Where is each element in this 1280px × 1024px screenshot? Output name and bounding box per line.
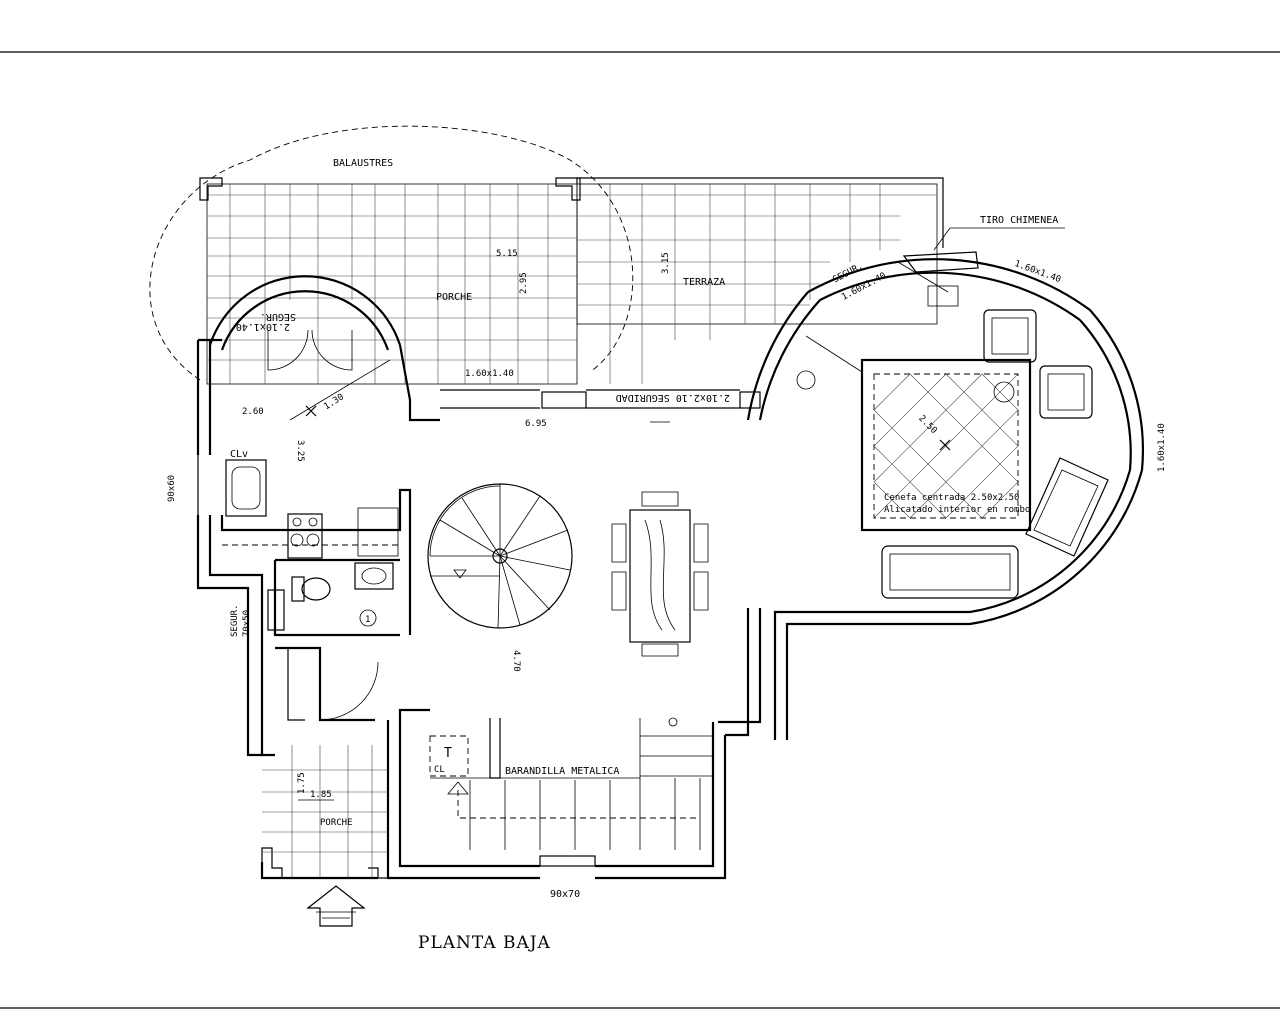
- fireplace: [897, 251, 979, 307]
- chimney-guide: [805, 335, 863, 373]
- dining-table: [611, 491, 709, 657]
- kitchen-appliance: [357, 507, 399, 557]
- dim-2-50: 2.50: [916, 414, 938, 436]
- label-porche-top: PORCHE: [436, 292, 472, 303]
- label-window-2: 1.60x1.40: [465, 369, 514, 379]
- dim-3-15: 3.15: [661, 252, 671, 274]
- label-cl: CL: [434, 765, 445, 775]
- interior-walls: [220, 488, 501, 779]
- note-cenefa-2: Alicatado interior en rombo: [884, 505, 1030, 515]
- label-window-8: 70x50: [242, 610, 252, 637]
- living-rug: [860, 358, 1032, 532]
- column-round: [796, 370, 816, 390]
- wc-marker: [359, 609, 377, 627]
- armchair-1: [983, 309, 1037, 363]
- dim-2-60: 2.60: [242, 407, 264, 417]
- label-window-8-segur: SEGUR.: [230, 604, 240, 637]
- dim-1-75: 1.75: [297, 772, 307, 794]
- dim-5-15: 5.15: [496, 249, 518, 259]
- sofa-side: [1025, 457, 1109, 557]
- column-top-right: [555, 177, 581, 201]
- kitchen-hob: [287, 513, 323, 559]
- washbasin: [354, 562, 394, 590]
- label-window-7: 90x60: [167, 475, 177, 502]
- dim-6-95: 6.95: [525, 419, 547, 429]
- entrance-door-top: [267, 329, 353, 371]
- label-barandilla: BARANDILLA METALICA: [505, 766, 619, 777]
- kitchen-sink: [225, 459, 267, 517]
- dim-3-25: 3.25: [295, 440, 305, 462]
- label-window-9: 90x70: [550, 889, 580, 900]
- label-wc-number: 1: [365, 615, 370, 625]
- dim-4-70: 4.70: [511, 650, 521, 672]
- exterior-walls: [196, 258, 1145, 880]
- label-porche-bottom: PORCHE: [320, 818, 353, 828]
- straight-stairs: [430, 717, 713, 850]
- dim-1-30: 1.30: [322, 392, 346, 412]
- spiral-staircase: [427, 483, 573, 629]
- dim-1-85: 1.85: [310, 790, 332, 800]
- label-window-1: 2.10x1.40: [236, 321, 290, 332]
- plan-title: PLANTA BAJA: [418, 933, 551, 953]
- label-clv: CLv: [230, 449, 248, 460]
- sofa: [881, 545, 1019, 599]
- dimension-lines: [289, 359, 670, 801]
- water-heater: [429, 735, 469, 777]
- toilet: [291, 576, 331, 602]
- label-window-4-segur: SEGUR.: [831, 261, 864, 285]
- side-table: [993, 381, 1015, 403]
- center-marker: [305, 405, 951, 451]
- label-window-3: 2.10x2.10 SEGURIDAD: [616, 392, 730, 403]
- label-balaustres: BALAUSTRES: [333, 158, 393, 169]
- paving-grid-bottom: [262, 745, 388, 878]
- label-window-1-segur: SEGUR.: [260, 311, 296, 322]
- column-top-left: [199, 177, 223, 201]
- label-tiro-chimenea: TIRO CHIMENEA: [980, 215, 1058, 226]
- bathroom-door: [319, 661, 379, 721]
- label-terraza: TERRAZA: [683, 277, 725, 288]
- label-window-6: 1.60x1.40: [1157, 423, 1167, 472]
- balustrade-outline: [149, 125, 634, 381]
- dim-2-95: 2.95: [519, 272, 529, 294]
- label-t: T: [444, 746, 452, 761]
- entrance-arrow-icon: [306, 885, 366, 927]
- note-cenefa-1: Cenefa centrada 2.50x2.50: [884, 493, 1019, 503]
- armchair-2: [1039, 365, 1093, 419]
